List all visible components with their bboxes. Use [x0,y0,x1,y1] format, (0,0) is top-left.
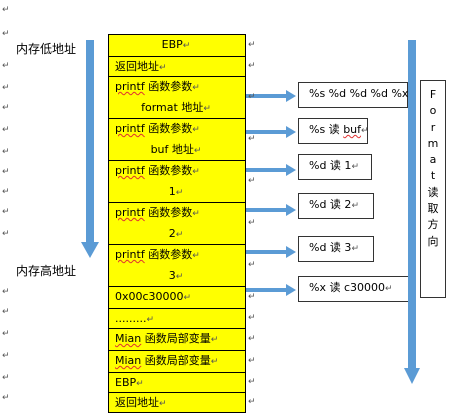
stack-cell: 返回地址↵ [109,57,245,77]
callout-box: %d 读 3↵ [298,236,374,262]
stack-cell-text: 2↵ [168,227,184,240]
stack-cell-text: 返回地址↵ [115,60,167,73]
paragraph-mark: ↵ [248,313,256,323]
paragraph-mark: ↵ [248,260,256,270]
direction-char: 方 [427,218,439,232]
callout-text: %d 读 3 [309,241,352,254]
callout-text: %d 读 2 [309,198,352,211]
callout-text: %s %d %d %d %x [309,87,409,100]
callout-box: %d 读 2↵ [298,193,374,219]
stack-cell-text: EBP↵ [161,38,191,51]
paragraph-mark: ↵ [2,307,10,317]
high-address-label: 内存高地址 [16,264,77,278]
direction-char: m [427,136,439,150]
paragraph-mark: ↵ [2,29,10,39]
paragraph-mark: ↵ [2,329,10,339]
paragraph-mark: ↵ [248,61,256,71]
callout-box: %s 读 buf↵ [298,118,369,144]
stack-cell-text: .........↵ [115,312,155,325]
paragraph-mark: ↵ [2,125,10,135]
callout-text: %s 读 buf [309,123,362,136]
stack-cell-text: printf 函数参数↵ [115,248,200,261]
callout-text: %d 读 1 [309,159,352,172]
stack-cell: EBP↵ [109,373,245,393]
direction-char: 向 [427,234,439,248]
direction-char: F [429,88,437,101]
paragraph-mark: ↵ [248,377,256,387]
paragraph-mark: ↵ [2,187,10,197]
stack-cell-text: printf 函数参数↵ [115,164,200,177]
direction-char: t [430,169,436,183]
paragraph-mark: ↵ [2,287,10,297]
memory-growth-arrow [81,40,99,258]
direction-char: 读 [427,185,439,199]
paragraph-mark: ↵ [2,103,10,113]
paragraph-mark: ↵ [2,5,10,15]
paragraph-mark: ↵ [2,229,10,239]
callout-box: %s %d %d %d %x↵ [298,82,416,108]
low-address-label: 内存低地址 [16,42,77,56]
stack-cell-text: Mian 函数局部变量↵ [115,354,219,367]
paragraph-mark: ↵ [248,397,256,407]
paragraph-mark: ↵ [248,218,256,228]
stack-cell: printf 函数参数↵ 2↵ [109,203,245,245]
callout-arrow-head [286,284,296,296]
stack-cell-text: EBP↵ [115,376,144,389]
callout-arrow-head [286,164,296,176]
callout-box: %d 读 1↵ [298,154,372,180]
paragraph-mark: ↵ [248,92,256,102]
stack-cell: EBP↵ [109,35,245,57]
paragraph-mark: ↵ [2,393,10,403]
stack-cell-text: printf 函数参数↵ [115,80,200,93]
paragraph-mark: ↵ [2,373,10,383]
stack-cell-text: buf 地址↵ [150,143,202,156]
arrow-layer [81,40,420,384]
paragraph-mark: ↵ [2,351,10,361]
stack-cell: printf 函数参数↵ buf 地址↵ [109,119,245,161]
paragraph-mark: ↵ [248,134,256,144]
paragraph-mark: ↵ [248,40,256,50]
callout-arrow-head [286,204,296,216]
stack-cell-text: 0x00c30000↵ [115,290,192,303]
direction-char: o [429,104,437,118]
direction-char: 取 [427,202,439,216]
paragraph-mark: ↵ [248,334,256,344]
stack-cell-text: printf 函数参数↵ [115,206,200,219]
stack-cell: Mian 函数局部变量↵ [109,351,245,373]
stack-cell-text: format 地址↵ [141,101,211,114]
callout-text: %x 读 c30000 [309,281,385,294]
callout-arrow-head [286,126,296,138]
paragraph-mark: ↵ [248,176,256,186]
callout-arrow-head [286,246,296,258]
paragraph-mark: ↵ [2,167,10,177]
stack-cell-text: 3↵ [168,269,184,282]
callout-arrow-head [286,90,296,102]
callout-box: %x 读 c30000↵ [298,276,411,302]
paragraph-mark: ↵ [248,292,256,302]
paragraph-mark: ↵ [2,207,10,217]
stack-cell: 0x00c30000↵ [109,287,245,309]
direction-char: r [430,120,436,134]
stack-cell-text: printf 函数参数↵ [115,122,200,135]
stack-cell: printf 函数参数↵ 1↵ [109,161,245,203]
paragraph-mark: ↵ [2,83,10,93]
stack-cell: Mian 函数局部变量↵ [109,329,245,351]
direction-char: a [429,153,437,167]
paragraph-mark: ↵ [248,356,256,366]
format-read-arrow [404,40,420,384]
paragraph-mark: ↵ [2,147,10,157]
stack-cell-text: 1↵ [168,185,184,198]
stack-cell-text: Mian 函数局部变量↵ [115,332,219,345]
paragraph-mark: ↵ [2,61,10,71]
stack-cell: .........↵ [109,309,245,329]
stack-cell: printf 函数参数↵ 3↵ [109,245,245,287]
stack-cell: printf 函数参数↵ format 地址↵ [109,77,245,119]
